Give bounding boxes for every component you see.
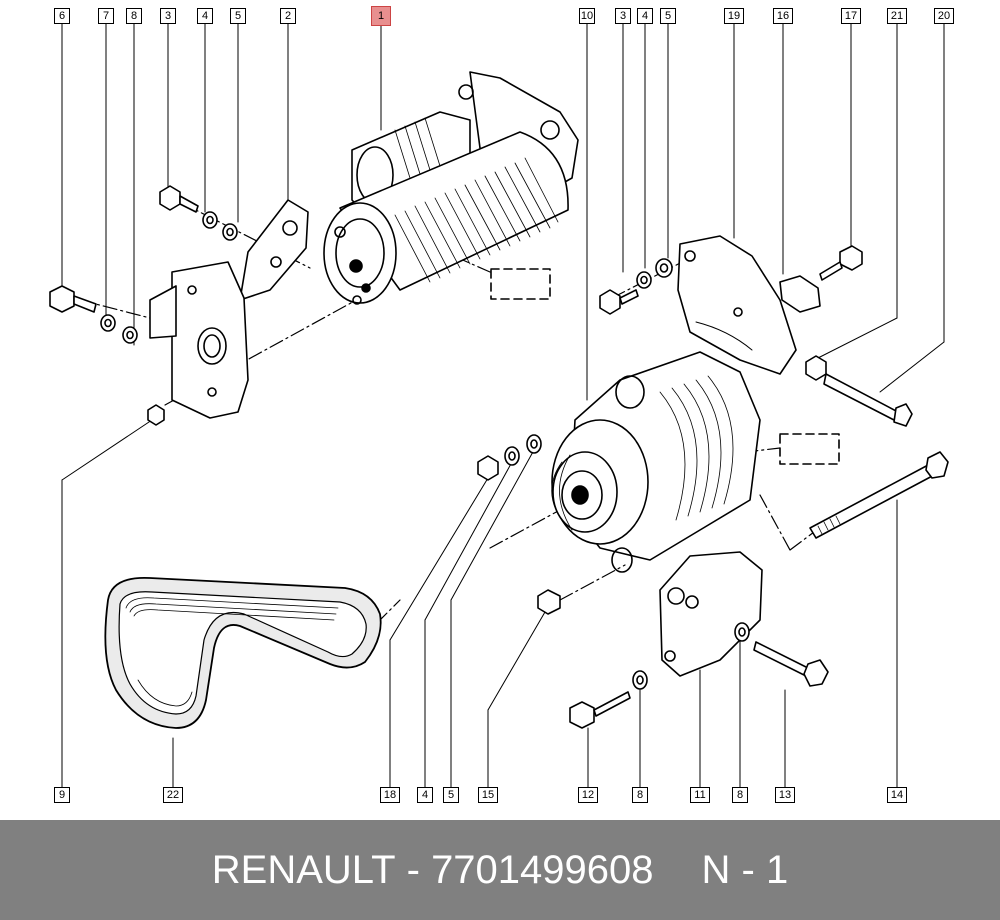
exploded-parts-diagram: 6 7 8 3 4 5 2 1 10 3 4 5 19 16 17 21 20 … [49,6,954,803]
callout-label: 5 [443,787,459,803]
callout-label: 5 [230,8,246,24]
part-number: 7701499608 [431,847,654,892]
alternator-lower-bracket [569,551,829,729]
callout-label: 21 [887,8,907,24]
callout-label: 7 [98,8,114,24]
callout-label: 10 [579,8,595,24]
alternator [551,351,761,573]
callout-label: 12 [578,787,598,803]
callout-label: 11 [690,787,710,803]
callout-label: 17 [841,8,861,24]
callout-label: 13 [775,787,795,803]
starter-bracket [149,199,309,419]
callout-label: 4 [637,8,653,24]
callout-label: 8 [126,8,142,24]
brand-name: RENAULT [211,847,396,892]
alternator-front-fasteners [477,434,561,615]
reference-box-alternator [779,433,840,465]
starter-motor [323,71,579,305]
fasteners-top-left [49,185,238,426]
callout-label: 8 [632,787,648,803]
callout-label: 8 [732,787,748,803]
callout-label: 2 [280,8,296,24]
parts-drawing [49,23,949,789]
callout-label: 3 [615,8,631,24]
callout-label: 5 [660,8,676,24]
callout-label: 14 [887,787,907,803]
callout-label: 9 [54,787,70,803]
reference-box-starter [490,268,551,300]
callout-label: 18 [380,787,400,803]
long-pivot-bolt [809,451,949,539]
part-number-banner: RENAULT - 7701499608 N - 1 [0,820,1000,920]
separator: - [395,847,432,892]
callout-label: 15 [478,787,498,803]
callout-label: 22 [163,787,183,803]
callout-label: 16 [773,8,793,24]
callout-label-highlighted: 1 [371,6,391,26]
callout-label: 3 [160,8,176,24]
sheet-label: N - 1 [701,847,789,892]
drive-belt [104,577,382,729]
callout-label: 20 [934,8,954,24]
callout-label: 4 [417,787,433,803]
callout-label: 6 [54,8,70,24]
leader-lines [61,23,945,789]
alternator-upper-bracket [599,235,913,427]
callout-label: 4 [197,8,213,24]
callout-label: 19 [724,8,744,24]
